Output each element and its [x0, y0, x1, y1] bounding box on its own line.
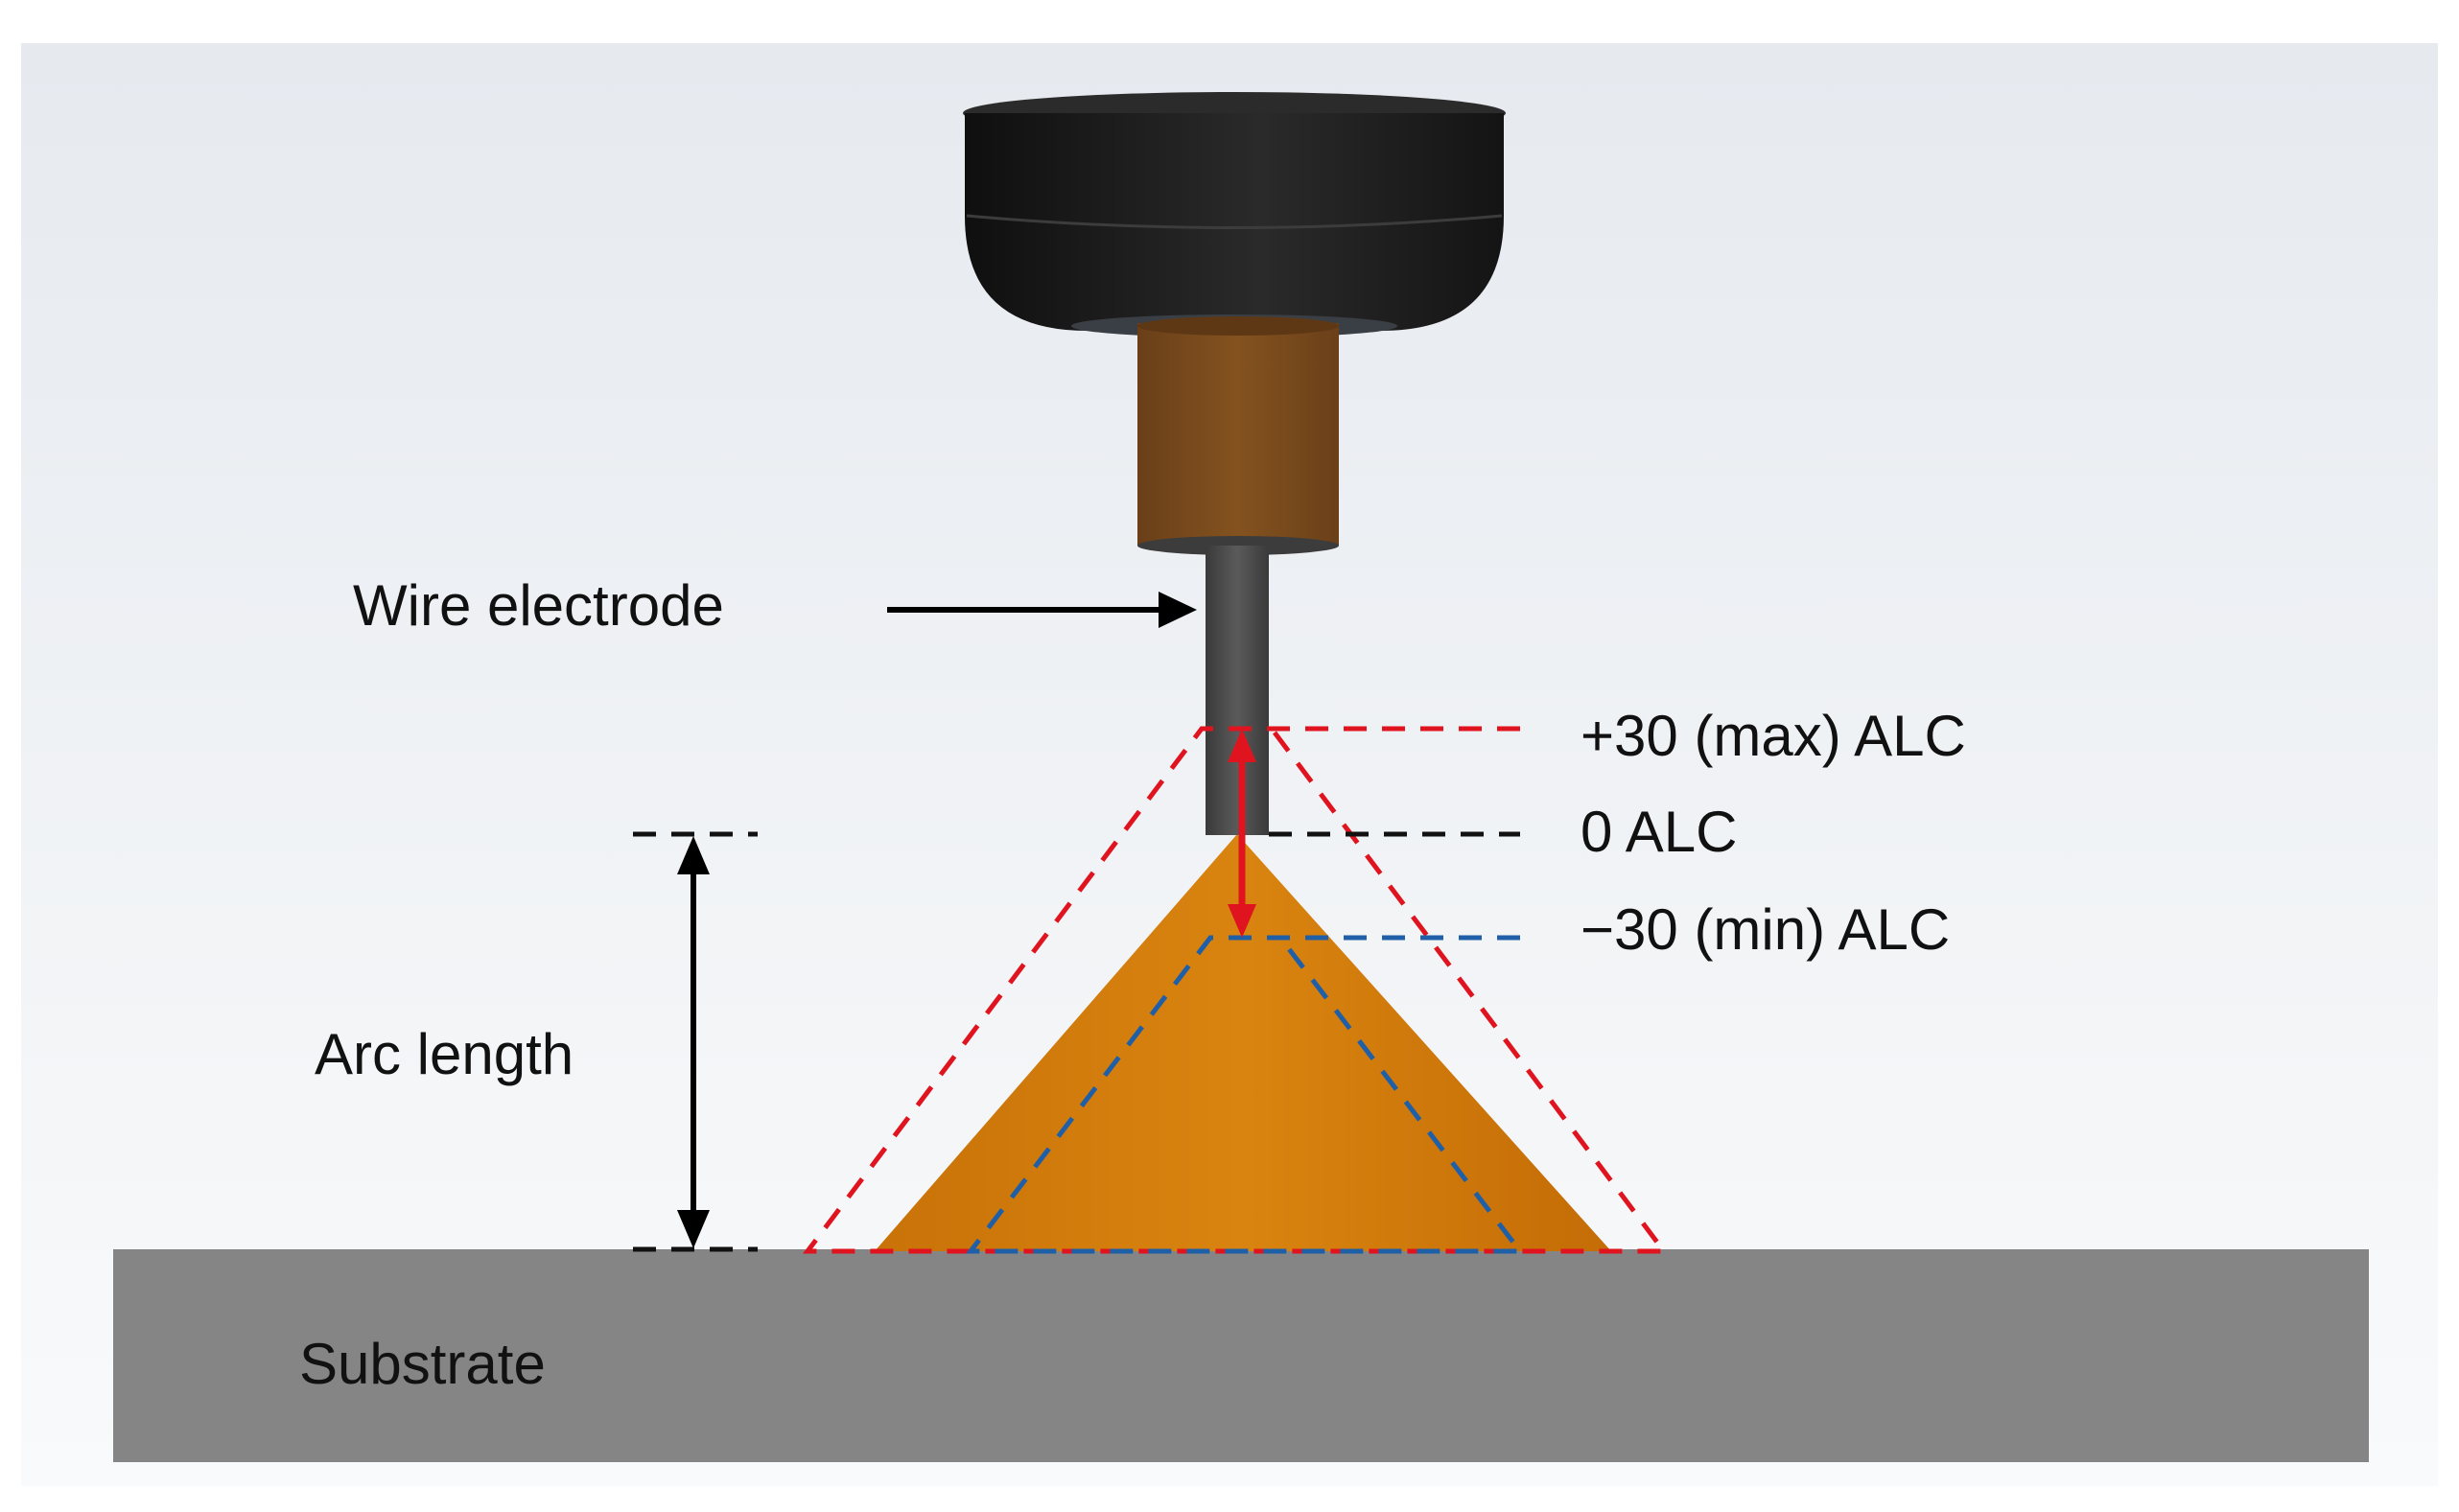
arc-length-label: Arc length — [315, 1022, 574, 1086]
min-alc-label: −30 (min) ALC — [1581, 897, 1951, 962]
max-alc-outline — [802, 726, 1670, 1254]
wire-electrode-label: Wire electrode — [353, 573, 724, 638]
contact-tube — [1137, 323, 1339, 546]
zero-alc-label: 0 ALC — [1581, 800, 1738, 864]
substrate-label: Substrate — [299, 1332, 546, 1396]
alc-range-arrow — [1228, 729, 1256, 938]
welding-torch-nozzle-icon — [963, 92, 1506, 337]
substrate-block — [113, 1249, 2369, 1462]
arc-cone — [875, 834, 1611, 1251]
right-arrow-icon — [887, 592, 1197, 628]
max-alc-label: +30 (max) ALC — [1581, 704, 1966, 768]
min-alc-outline — [965, 935, 1526, 1254]
arc-length-arrow — [677, 836, 710, 1248]
wire-electrode — [1206, 546, 1269, 835]
